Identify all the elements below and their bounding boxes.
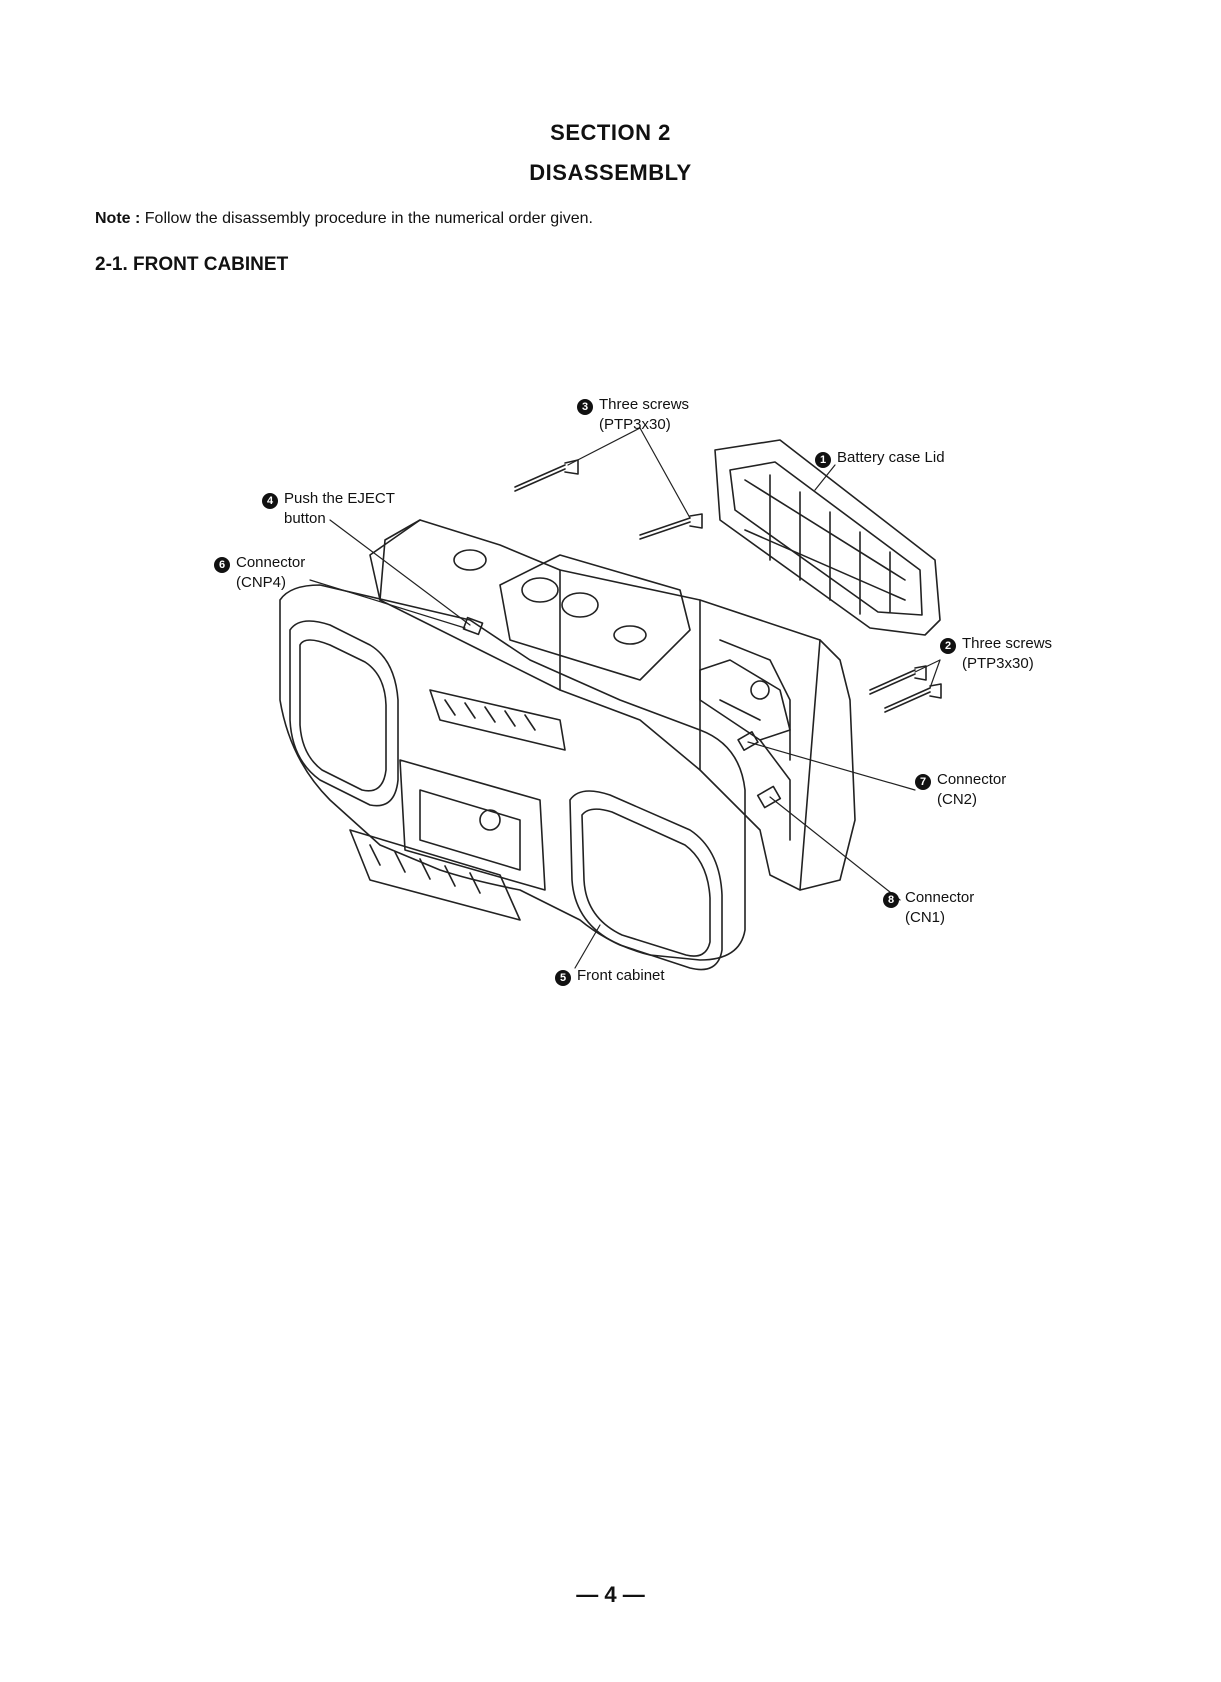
callout-number: 4 — [262, 493, 278, 509]
rear-cabinet — [370, 520, 855, 890]
screws-drawing — [515, 460, 941, 712]
leader-lines — [310, 428, 940, 968]
callout-number: 6 — [214, 557, 230, 573]
callout-3-three-screws: 3 Three screws (PTP3x30) — [577, 395, 689, 435]
callout-label: Connector — [905, 889, 974, 906]
callout-2-three-screws: 2 Three screws (PTP3x30) — [940, 634, 1052, 674]
callout-1-battery-case-lid: 1 Battery case Lid — [815, 448, 945, 468]
callout-number: 3 — [577, 399, 593, 415]
callout-7-connector-cn2: 7 Connector (CN2) — [915, 770, 1006, 810]
callout-number: 7 — [915, 774, 931, 790]
callout-label: Connector — [937, 771, 1006, 788]
callout-5-front-cabinet: 5 Front cabinet — [555, 966, 665, 986]
callout-label: Front cabinet — [577, 967, 665, 984]
callout-number: 2 — [940, 638, 956, 654]
callout-label: Three screws — [599, 396, 689, 413]
callout-label: Connector — [236, 554, 305, 571]
battery-case-lid-drawing — [715, 440, 940, 635]
callout-sublabel: (CN2) — [915, 790, 1006, 810]
callout-8-connector-cn1: 8 Connector (CN1) — [883, 888, 974, 928]
callout-number: 5 — [555, 970, 571, 986]
callout-sublabel: (PTP3x30) — [940, 654, 1052, 674]
callout-label: Push the EJECT — [284, 490, 395, 507]
page-number: — 4 — — [0, 1582, 1221, 1608]
callout-sublabel: button — [262, 509, 395, 529]
callout-sublabel: (PTP3x30) — [577, 415, 689, 435]
callout-label: Battery case Lid — [837, 449, 945, 466]
front-cabinet-drawing — [280, 585, 745, 970]
callout-4-push-eject: 4 Push the EJECT button — [262, 489, 395, 529]
callout-sublabel: (CN1) — [883, 908, 974, 928]
callout-label: Three screws — [962, 635, 1052, 652]
callout-number: 1 — [815, 452, 831, 468]
callout-6-connector-cnp4: 6 Connector (CNP4) — [214, 553, 305, 593]
callout-sublabel: (CNP4) — [214, 573, 305, 593]
callout-number: 8 — [883, 892, 899, 908]
